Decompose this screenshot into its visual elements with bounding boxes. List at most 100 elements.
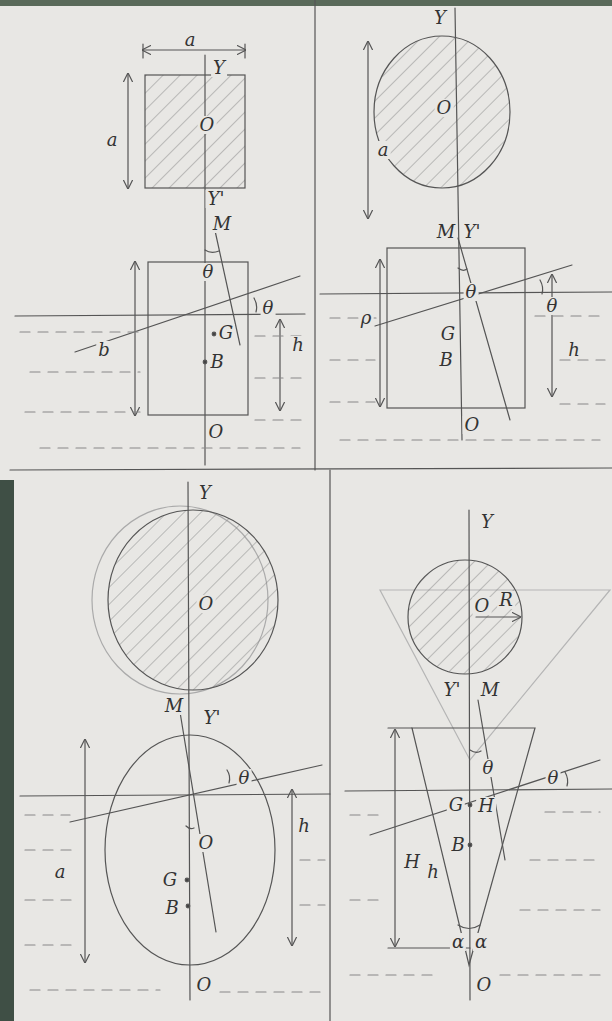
point-label: ρ [359, 309, 374, 327]
dimension-tick [388, 727, 412, 728]
point-label: H [402, 853, 422, 871]
point-label: M [435, 223, 457, 241]
water-surface [330, 316, 605, 440]
waterline [345, 789, 612, 791]
point-label: B [208, 353, 225, 371]
dimension-line [134, 262, 135, 415]
point-dot [203, 360, 207, 364]
point-label: θ [201, 263, 216, 281]
point-label: B [449, 836, 466, 854]
water-surface [350, 812, 600, 975]
point-label: R [497, 591, 515, 609]
panel-divider [10, 468, 612, 470]
point-label: G [217, 324, 235, 342]
point-label: Y' [442, 681, 463, 699]
point-label: G [161, 871, 179, 889]
dimension-line [143, 49, 245, 50]
dimension-line [279, 320, 280, 410]
point-label: G [447, 796, 465, 814]
angle-arc [227, 770, 230, 783]
point-label: Y [479, 513, 495, 531]
point-label: h [566, 341, 582, 359]
point-label: M [211, 215, 233, 233]
dimension-line [84, 740, 85, 962]
angle-arc [458, 268, 467, 270]
angle-arc [458, 925, 480, 929]
point-label: G [439, 325, 457, 343]
point-label: θ [546, 769, 561, 787]
dimension-tick [142, 44, 143, 58]
point-label: O [473, 597, 492, 615]
tilted-axis [214, 226, 240, 345]
tilted-waterline [375, 265, 572, 326]
point-label: θ [545, 297, 560, 315]
dimension-line [551, 275, 552, 396]
symmetry-axis [188, 482, 190, 1000]
prism-body [148, 262, 248, 415]
point-label: b [96, 341, 112, 359]
angle-arc [565, 772, 568, 786]
point-label: O [195, 976, 214, 994]
cylinder-body [387, 248, 525, 408]
angle-arc [186, 826, 194, 829]
point-label: O [435, 99, 454, 117]
point-label: α [473, 933, 489, 951]
sphere-section [108, 510, 278, 690]
point-label: M [163, 697, 185, 715]
point-label: a [53, 863, 68, 881]
page-edge [0, 0, 612, 6]
dimension-tick [244, 44, 245, 58]
symmetry-axis [469, 510, 470, 1000]
point-label: O [197, 595, 216, 613]
point-label: Y [197, 484, 213, 502]
tilted-axis [180, 712, 216, 932]
point-label: θ [464, 283, 479, 301]
dimension-line [379, 260, 380, 406]
point-label: h [290, 336, 306, 354]
point-label: Y' [206, 190, 227, 208]
circle-section [374, 36, 510, 188]
water-surface [25, 815, 325, 992]
tilted-axis [478, 700, 505, 860]
dimension-line [367, 42, 368, 218]
point-label: O [197, 834, 216, 852]
point-label: O [198, 116, 217, 134]
point-label: a [183, 31, 198, 49]
waterline [20, 794, 330, 796]
tilted-waterline [370, 760, 600, 835]
cone-body [412, 728, 535, 965]
circle-section [408, 560, 522, 674]
point-label: O [207, 423, 226, 441]
angle-arc [470, 750, 481, 752]
point-label: Y' [202, 709, 223, 727]
point-label: α [450, 933, 466, 951]
point-dot [468, 843, 472, 847]
panel-divider [314, 0, 315, 470]
dimension-line [291, 790, 292, 945]
point-label: Y [211, 59, 227, 77]
dimension-line [127, 74, 128, 188]
tilted-axis [458, 238, 510, 420]
point-label: θ [261, 299, 276, 317]
point-dot [212, 332, 216, 336]
point-dot [186, 904, 190, 908]
dimension-line [394, 730, 395, 946]
point-label: h [425, 863, 441, 881]
radius-arrow [476, 616, 520, 617]
point-label: Y' [462, 223, 483, 241]
point-label: B [163, 899, 180, 917]
point-label: Y [432, 9, 448, 27]
point-label: M [479, 681, 501, 699]
page-edge [0, 480, 14, 1021]
panel-divider [329, 470, 330, 1021]
point-label: O [463, 416, 482, 434]
point-label: a [105, 131, 120, 149]
point-dot [468, 803, 472, 807]
point-label: a [376, 141, 391, 159]
point-label: h [296, 817, 312, 835]
point-label: B [437, 351, 454, 369]
point-label: θ [237, 769, 252, 787]
point-label: θ [481, 759, 496, 777]
water-surface [20, 332, 305, 448]
